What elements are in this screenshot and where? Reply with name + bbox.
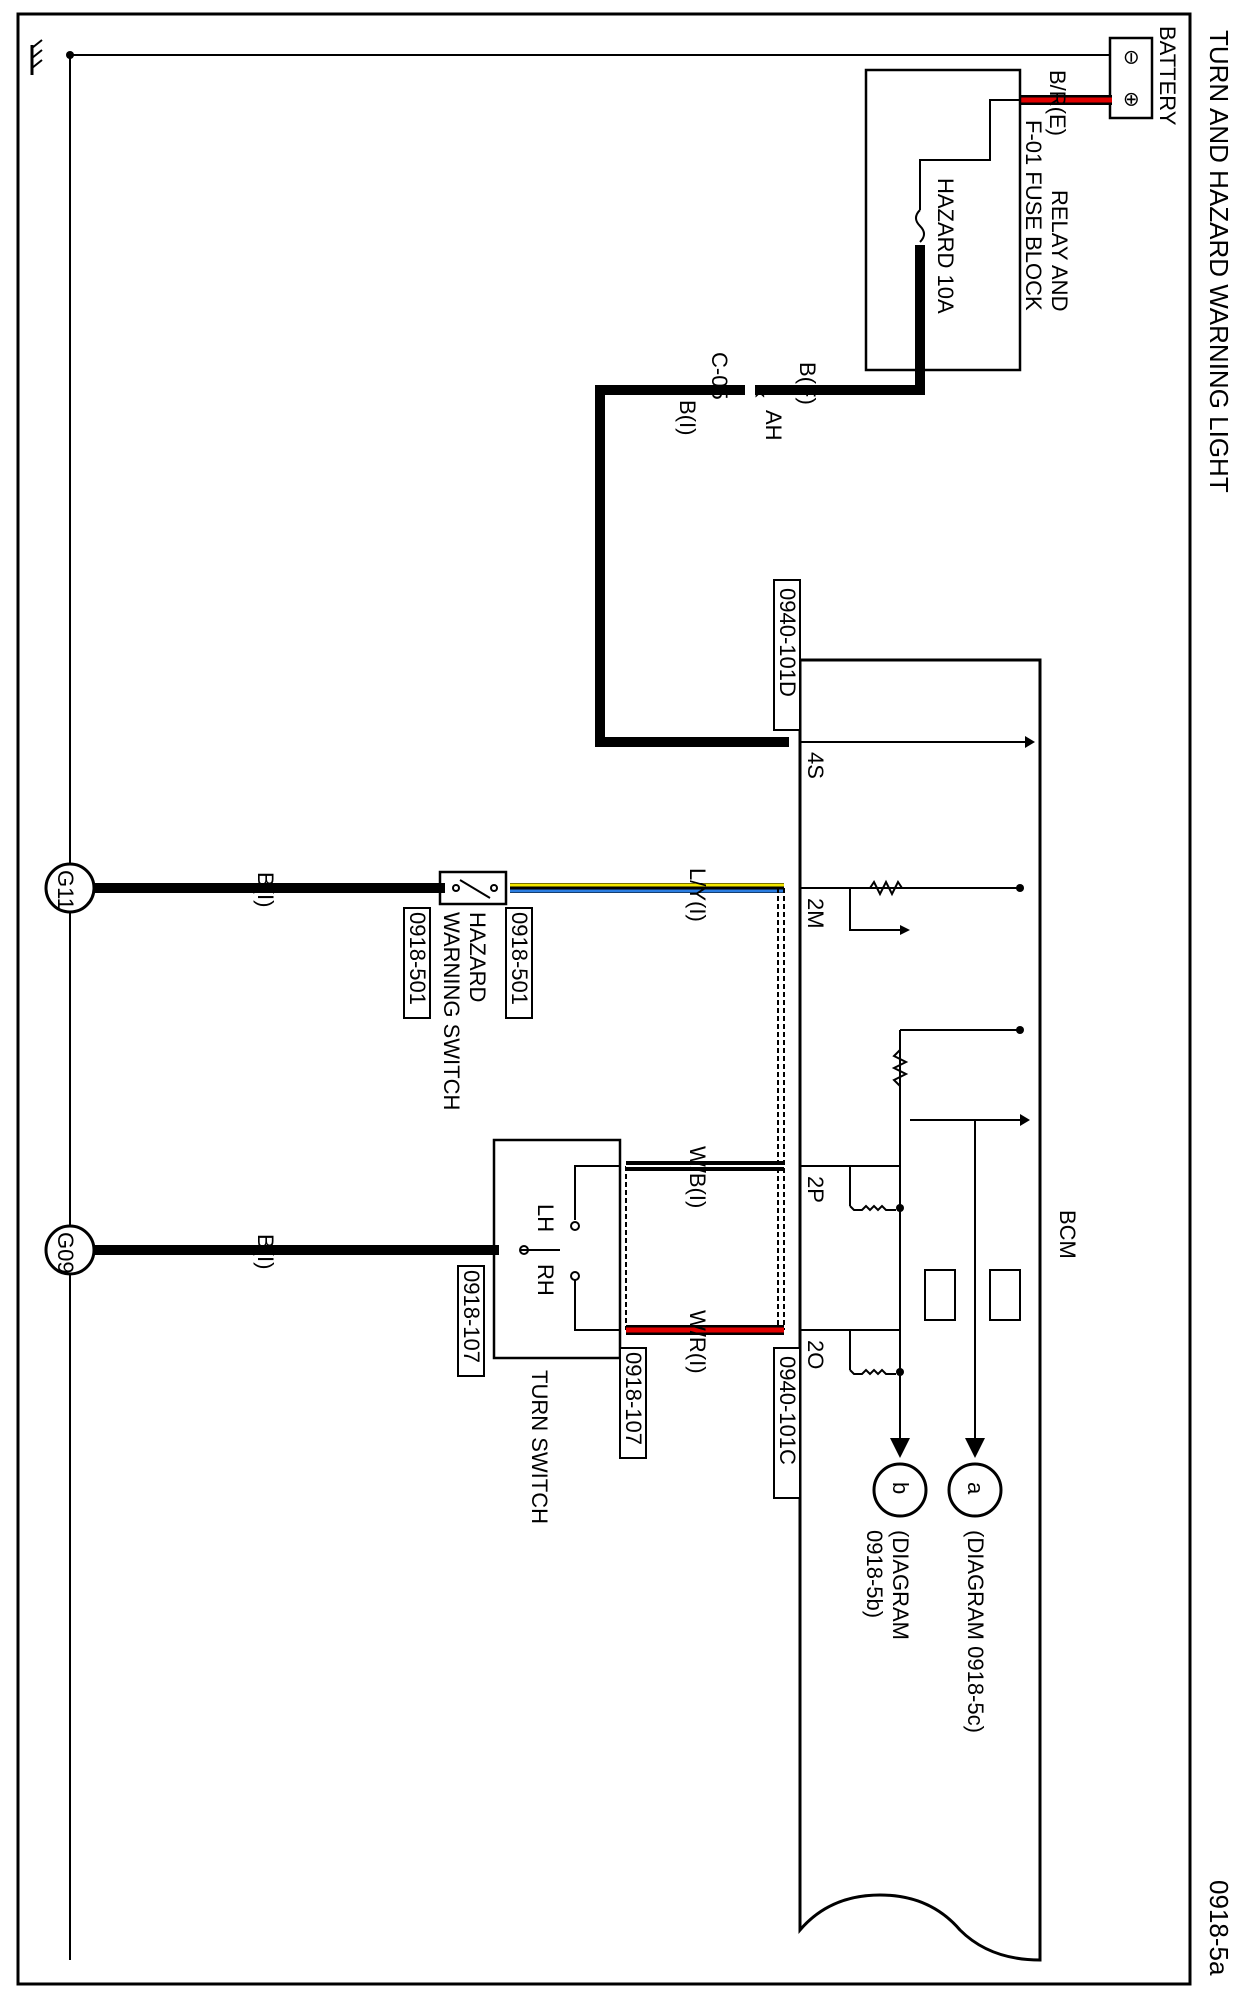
ground-g11-label: G11 — [53, 870, 78, 910]
reference-b: b (DIAGRAM 0918-5b) — [862, 1462, 928, 1640]
hazard-switch-label-2: WARNING SWITCH — [439, 912, 464, 1110]
connector-turn-b: 0918-107 — [459, 1270, 484, 1363]
reference-a: a (DIAGRAM 0918-5c) — [947, 1462, 1003, 1733]
turn-switch-label: TURN SWITCH — [527, 1370, 552, 1524]
wire-label-battery: B/R(E) — [1045, 70, 1070, 136]
connector-turn-a: 0918-107 — [621, 1352, 646, 1445]
hazard-warning-switch[interactable]: HAZARD WARNING SWITCH — [438, 870, 508, 1110]
pin-2o: 2O — [803, 1340, 828, 1369]
wire-label-fuse-out: B(F) — [795, 362, 820, 405]
pin-2m: 2M — [803, 898, 828, 929]
wire-label-c05-out: B(I) — [675, 400, 700, 435]
reference-a-note: (DIAGRAM 0918-5c) — [963, 1530, 988, 1733]
connector-hazard-a: 0918-501 — [507, 912, 532, 1005]
bcm-2m-circuit — [800, 879, 1024, 935]
pin-2p: 2P — [803, 1176, 828, 1203]
bcm-turn-circuit — [800, 1026, 1030, 1458]
reference-b-note-2: 0918-5b) — [862, 1530, 887, 1618]
pin-4s: 4S — [803, 752, 828, 779]
reference-b-note-1: (DIAGRAM — [888, 1530, 913, 1640]
junction-dot — [66, 51, 74, 59]
wire-label-turn-rh: W/R(I) — [685, 1310, 710, 1374]
wire-label-turn-ground: B(I) — [253, 1234, 278, 1269]
page-border — [16, 12, 1192, 1986]
wire-fuse-out — [755, 245, 925, 395]
connector-bcm-c: 0940-101C — [775, 1356, 800, 1465]
turn-switch-lh: LH — [533, 1204, 558, 1232]
svg-text:«: « — [749, 386, 774, 398]
connector-c05-pin: AH — [761, 410, 786, 441]
fuse-block-label-2: F-01 FUSE BLOCK — [1021, 120, 1046, 311]
diagram-title: TURN AND HAZARD WARNING LIGHT — [1204, 30, 1234, 493]
turn-switch[interactable]: LH RH TURN SWITCH — [492, 1138, 622, 1524]
hazard-switch-label-1: HAZARD — [465, 912, 490, 1002]
diagram-number: 0918-5a — [1204, 1880, 1234, 1976]
bcm-label: BCM — [1055, 1210, 1080, 1259]
bcm-module: BCM — [798, 658, 1080, 1962]
chassis-ground-icon — [30, 39, 43, 75]
wire-c05-to-bcm — [595, 385, 789, 747]
fuse-block: RELAY AND F-01 FUSE BLOCK HAZARD 10A — [864, 68, 1072, 372]
connector-c05: « C-05 AH — [707, 352, 786, 441]
reference-a-label: a — [963, 1482, 988, 1495]
battery-negative-icon: ⊖ — [1120, 49, 1142, 66]
wire-label-hazard-signal: L/Y(I) — [685, 868, 710, 922]
battery-positive-icon: ⊕ — [1120, 91, 1142, 108]
connector-bcm-d: 0940-101D — [775, 588, 800, 697]
fuse-icon — [915, 209, 925, 243]
wire-label-hazard-ground: B(I) — [253, 872, 278, 907]
ground-g09-label: G09 — [53, 1232, 78, 1274]
turn-switch-rh: RH — [533, 1264, 558, 1296]
reference-b-label: b — [888, 1482, 913, 1494]
fuse-block-label-1: RELAY AND — [1047, 190, 1072, 311]
ground-g11: G11 — [44, 862, 96, 914]
battery-label: BATTERY — [1155, 26, 1180, 126]
ground-g09: G09 — [44, 1224, 96, 1276]
connector-hazard-b: 0918-501 — [405, 912, 430, 1005]
fuse-label: HAZARD 10A — [933, 178, 958, 314]
wire-label-turn-lh: W/B(I) — [685, 1146, 710, 1208]
battery: ⊖ ⊕ BATTERY — [1108, 26, 1180, 126]
